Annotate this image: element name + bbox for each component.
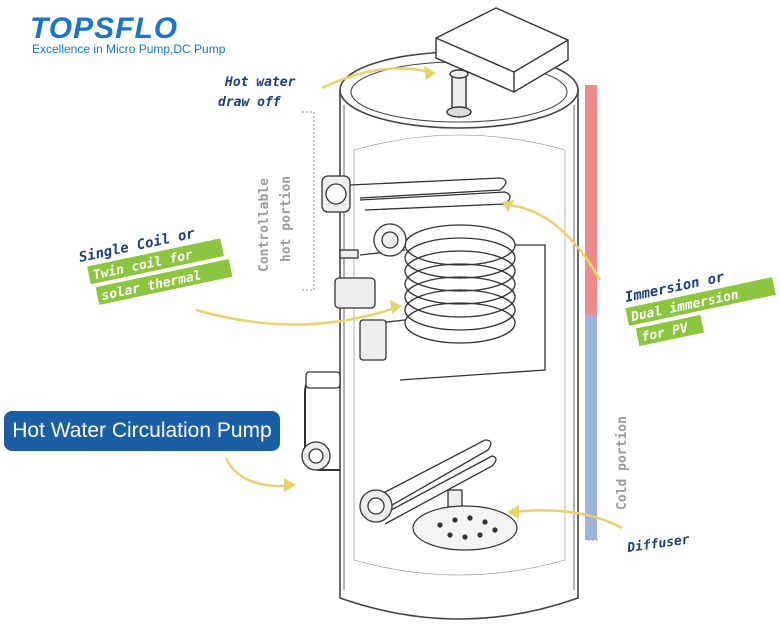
- cold-portion-label: Cold portion: [615, 416, 630, 510]
- coil-label-group: Single Coil or Twin coil for solar therm…: [78, 226, 233, 305]
- circulation-loop: [301, 371, 341, 471]
- diffuser: [412, 505, 518, 551]
- topsflo-logo: TOPSFLO Excellence in Micro Pump,DC Pump: [30, 12, 225, 56]
- draw-off-pipe: [446, 69, 472, 118]
- upper-immersion-heater: [321, 175, 511, 213]
- draw-off-text: draw off: [218, 95, 282, 110]
- for-pv-label: for PV: [640, 321, 690, 346]
- arrow-heads: [284, 66, 519, 519]
- cold-portion-label-group: Cold portion: [615, 416, 630, 510]
- control-box: [435, 7, 569, 93]
- pump-label-badge: Hot Water Circulation Pump: [4, 411, 280, 451]
- lower-immersion-heater: [359, 439, 497, 531]
- twin-coil-highlight: [87, 238, 224, 285]
- dual-immersion-highlight: [625, 277, 776, 326]
- immersion-label-group: Immersion or Dual immersion for PV: [624, 269, 776, 347]
- solar-thermal-highlight: [95, 259, 233, 305]
- for-pv-highlight: [635, 314, 705, 347]
- controllable-bracket: [302, 111, 315, 291]
- annotation-arrows: [195, 67, 623, 530]
- hot-portion-bar: [585, 85, 597, 315]
- cold-portion-bar: [585, 315, 597, 540]
- hot-water-label: Hot water: [224, 75, 296, 90]
- controllable-label-group: Controllable hot portion: [257, 176, 294, 272]
- logo-tagline: Excellence in Micro Pump,DC Pump: [32, 42, 226, 56]
- diffuser-label: Diffuser: [625, 532, 690, 556]
- side-fittings: [334, 223, 407, 361]
- diffuser-label-group: Diffuser: [625, 532, 690, 556]
- controllable-label: Controllable: [257, 178, 272, 272]
- solar-coil: [359, 224, 546, 381]
- hot-portion-label: hot portion: [279, 176, 294, 262]
- logo-wordmark: TOPSFLO: [30, 12, 179, 45]
